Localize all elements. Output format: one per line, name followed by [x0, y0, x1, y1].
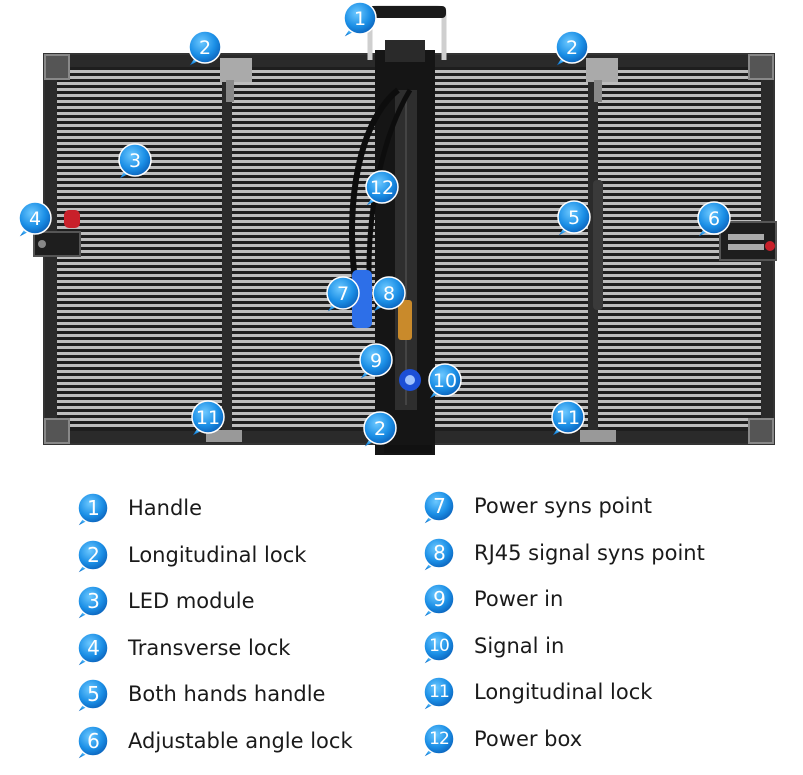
callout-badge-12: 12: [365, 170, 399, 206]
number-badge-icon: 9: [422, 582, 456, 617]
legend-item-9: 9 Power in: [422, 579, 563, 619]
callout-number: 4: [29, 208, 41, 230]
legend-item-8: 8 RJ45 signal syns point: [422, 533, 705, 573]
callout-badge-2: 2: [555, 30, 589, 66]
callout-badge-11: 11: [551, 400, 585, 436]
callout-number: 6: [708, 208, 720, 230]
callout-number: 7: [337, 283, 349, 305]
callout-badge-11: 11: [191, 400, 225, 436]
legend-item-11: 11 Longitudinal lock: [422, 672, 652, 712]
legend-item-6: 6 Adjustable angle lock: [76, 721, 353, 761]
legend-label: RJ45 signal syns point: [474, 540, 705, 565]
number-badge-icon: 2: [76, 538, 110, 572]
callout-badge-2: 2: [188, 30, 222, 66]
legend-label: Power box: [474, 726, 583, 751]
legend-item-7: 7 Power syns point: [422, 486, 652, 526]
legend-label: LED module: [128, 589, 255, 613]
legend-number: 8: [433, 540, 446, 565]
callout-number: 3: [129, 150, 141, 172]
callout-number: 11: [196, 407, 220, 429]
number-badge-icon: 8: [422, 536, 456, 570]
callout-badge-5: 5: [557, 200, 591, 236]
callout-number: 2: [566, 37, 578, 59]
legend-label: Longitudinal lock: [474, 680, 653, 704]
number-badge-icon: 6: [76, 724, 110, 758]
legend-label: Power syns point: [474, 494, 653, 518]
legend-label: Longitudinal lock: [128, 542, 307, 567]
legend-item-2: 2 Longitudinal lock: [76, 535, 306, 575]
both-hands-handle: [593, 180, 603, 310]
legend-number: 5: [87, 682, 100, 706]
callout-number: 12: [370, 177, 394, 199]
callout-badge-1: 1: [343, 1, 377, 37]
callout-number: 5: [568, 207, 580, 229]
legend-item-4: 4 Transverse lock: [76, 628, 290, 668]
legend-number: 10: [429, 635, 450, 656]
legend-number: 12: [429, 728, 450, 749]
legend-item-3: 3 LED module: [76, 581, 255, 621]
callout-number: 10: [433, 370, 457, 392]
callout-number: 8: [383, 283, 395, 305]
legend-number: 11: [429, 682, 450, 702]
callout-badge-9: 9: [359, 343, 393, 379]
bottom-lock-left: [206, 430, 242, 442]
number-badge-icon: 1: [76, 491, 110, 526]
legend-item-5: 5 Both hands handle: [76, 674, 325, 714]
callout-number: 1: [354, 8, 366, 30]
callout-badge-3: 3: [118, 143, 152, 179]
legend-number: 1: [87, 496, 100, 520]
callout-number: 2: [374, 418, 386, 440]
legend-number: 9: [433, 587, 446, 611]
legend-item-1: 1 Handle: [76, 488, 202, 528]
bottom-lock-right: [580, 430, 616, 442]
callout-number: 2: [199, 37, 211, 59]
legend-item-12: 12 Power box: [422, 719, 582, 759]
callout-number: 11: [556, 407, 580, 429]
adjustable-angle-lock: [719, 221, 777, 261]
number-badge-icon: 7: [422, 489, 456, 524]
legend-label: Adjustable angle lock: [128, 728, 353, 753]
callout-badge-4: 4: [18, 201, 52, 237]
number-badge-icon: 5: [76, 677, 110, 712]
number-badge-icon: 3: [76, 584, 110, 619]
legend-label: Transverse lock: [128, 635, 291, 660]
longitudinal-lock-left: [220, 58, 252, 102]
number-badge-icon: 4: [76, 631, 110, 665]
callout-badge-7: 7: [326, 276, 360, 312]
longitudinal-lock-right: [586, 58, 618, 102]
legend-label: Power in: [474, 587, 564, 611]
callout-badge-8: 8: [372, 276, 406, 312]
legend-number: 3: [87, 589, 100, 613]
callout-badge-10: 10: [428, 363, 462, 399]
number-badge-icon: 12: [422, 722, 456, 756]
legend-label: Handle: [128, 496, 203, 520]
legend-number: 6: [87, 728, 100, 753]
legend-label: Both hands handle: [128, 682, 326, 706]
legend-label: Signal in: [474, 633, 565, 658]
legend-number: 2: [87, 542, 100, 567]
number-badge-icon: 11: [422, 675, 456, 710]
legend-number: 4: [87, 635, 100, 660]
callout-badge-6: 6: [697, 201, 731, 237]
legend-number: 7: [433, 494, 446, 518]
legend-item-10: 10 Signal in: [422, 626, 564, 666]
transverse-lock: [33, 210, 81, 257]
callout-badge-2: 2: [363, 411, 397, 447]
number-badge-icon: 10: [422, 629, 456, 663]
callout-number: 9: [370, 350, 382, 372]
